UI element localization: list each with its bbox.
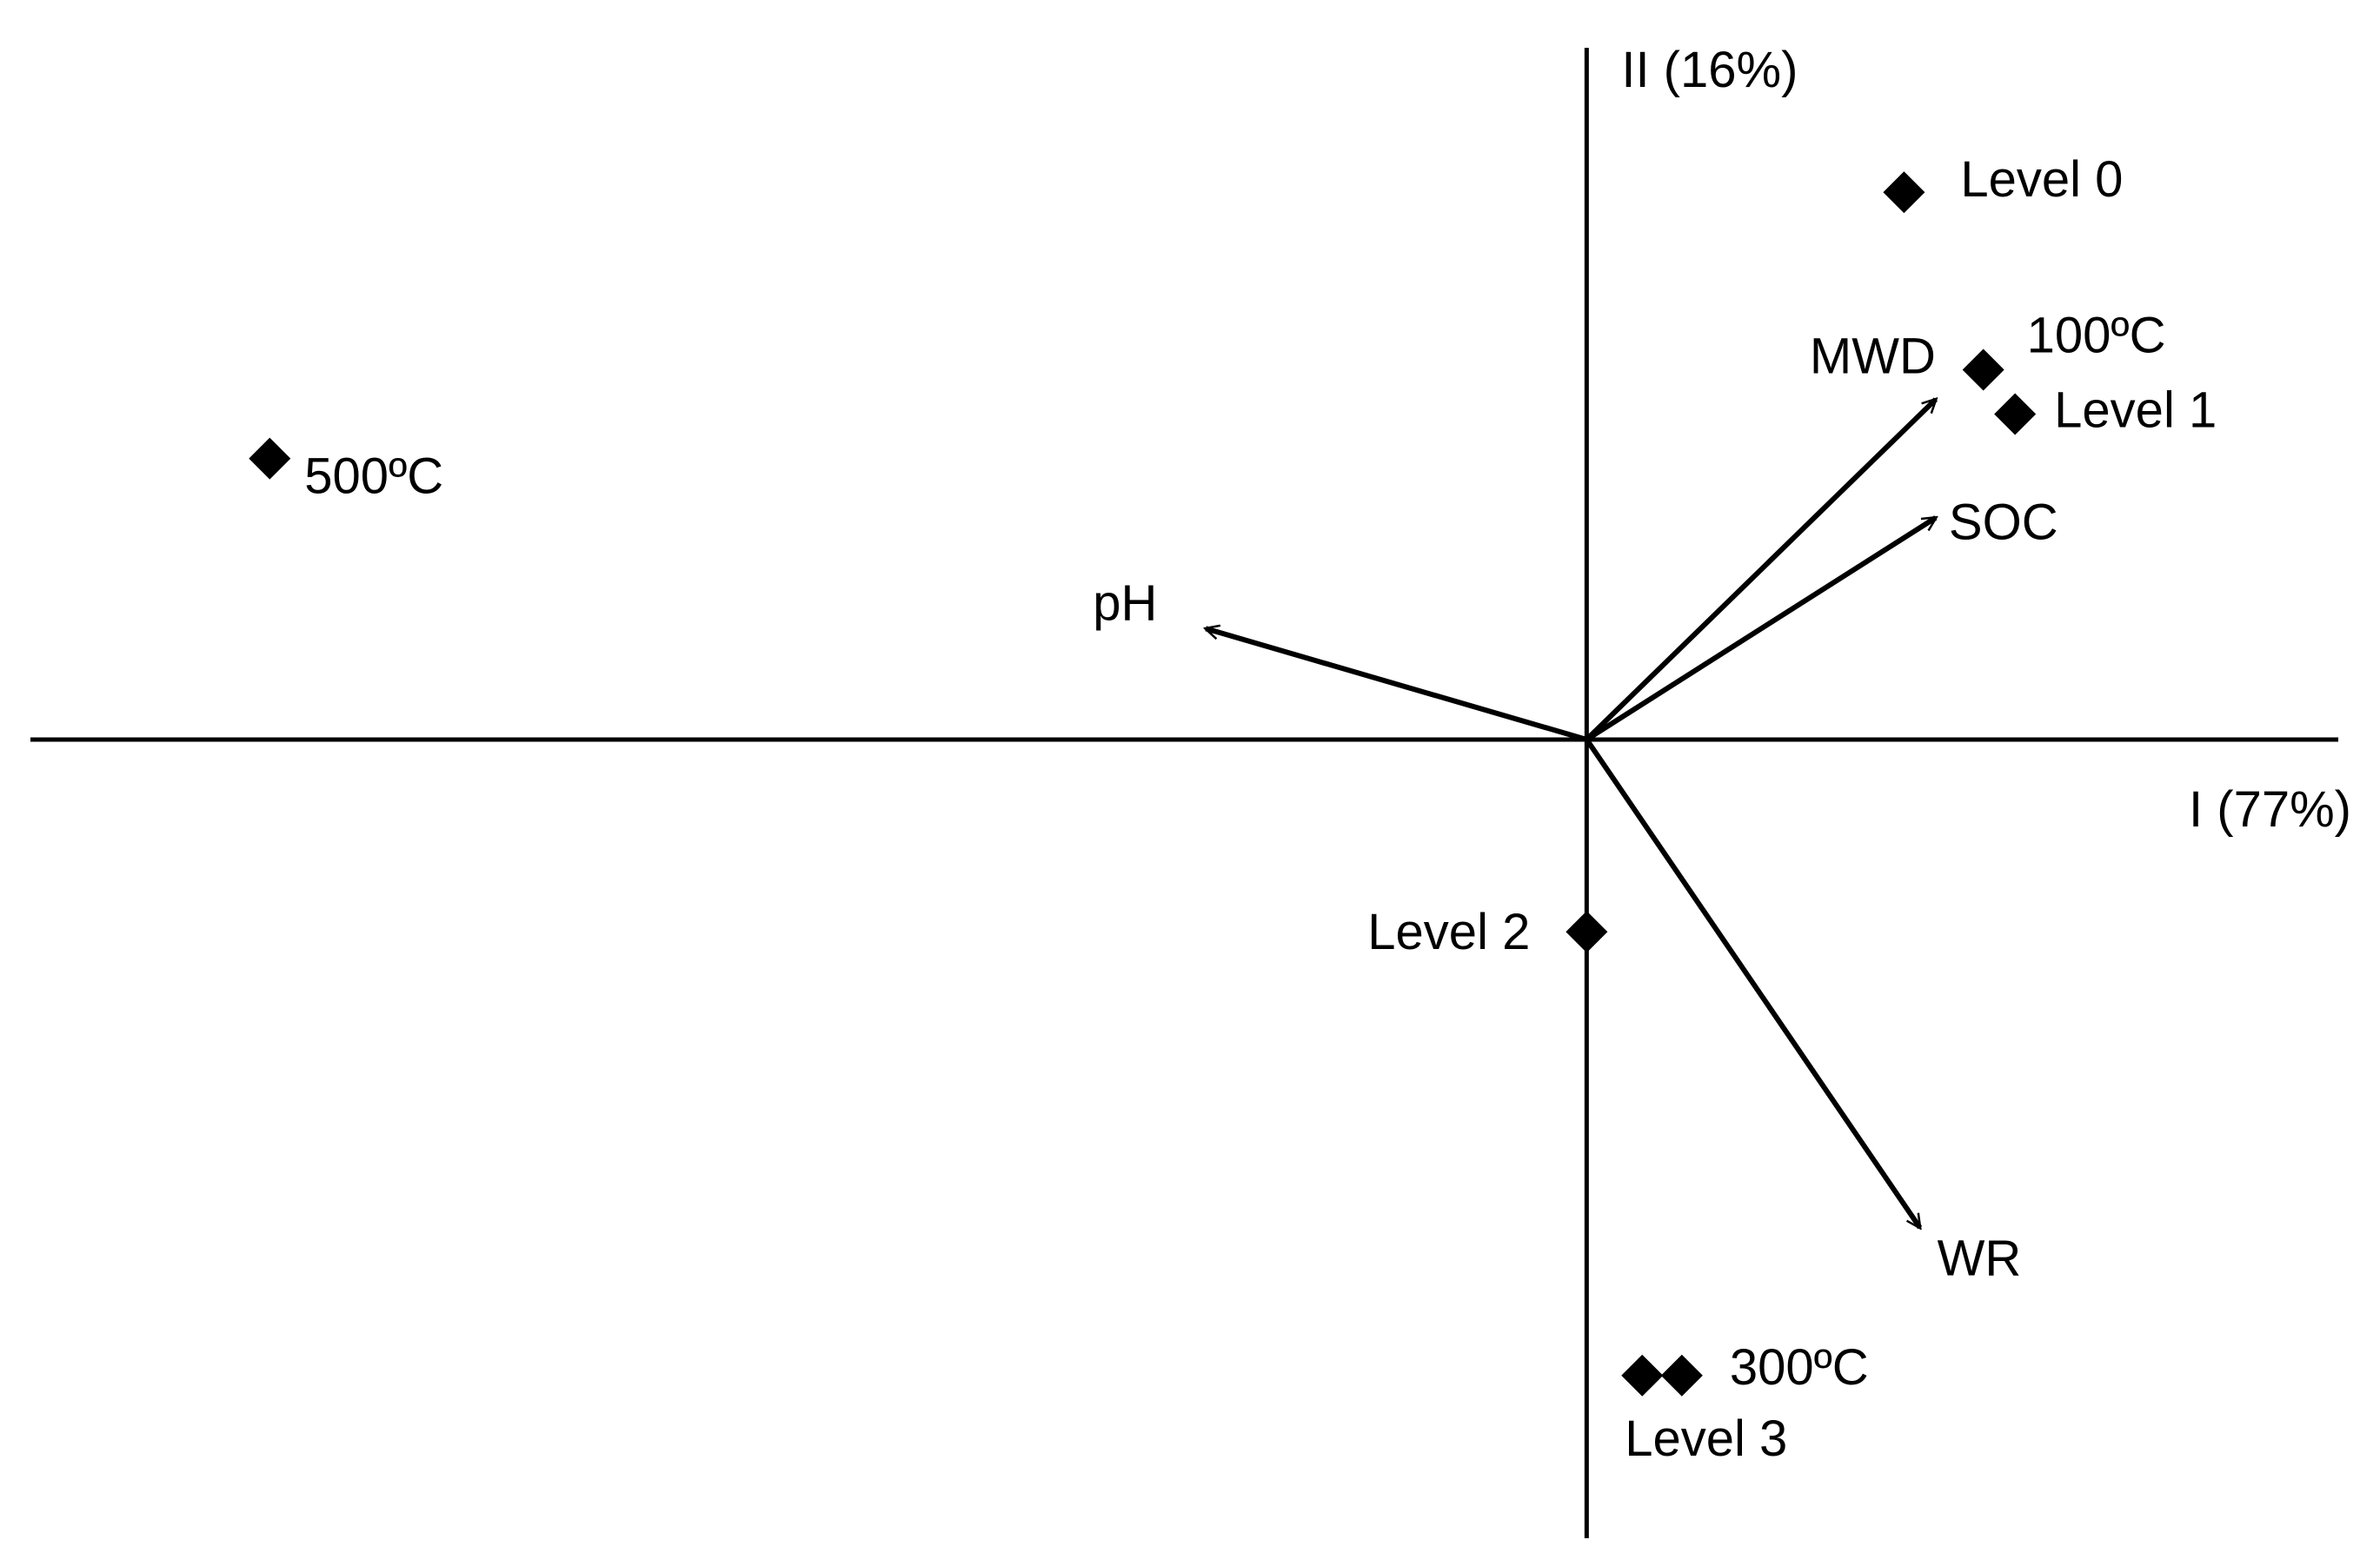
point-marker [1883, 171, 1925, 214]
vector-arrow [1584, 738, 1923, 1228]
point-label: Level 0 [1960, 151, 2123, 208]
vector-label: SOC [1949, 494, 2058, 551]
point-marker [1994, 393, 2037, 435]
point-label: 100ºC [2027, 307, 2166, 363]
point-marker [1660, 1354, 1703, 1397]
point-label: Level 3 [1625, 1410, 1787, 1467]
labels: I (77%) II (16%) pH MWD SOC WR Level 0 100ºC L… [304, 42, 2351, 1467]
vector-arrow [1585, 400, 1936, 742]
point-label: Level 2 [1367, 904, 1530, 960]
point-label: 500ºC [304, 448, 443, 505]
axes [30, 48, 2338, 1538]
score-points [249, 171, 2037, 1397]
x-axis-label: I (77%) [2189, 781, 2351, 838]
vector-label: MWD [1810, 329, 1936, 385]
point-marker [1962, 348, 2004, 391]
point-label: Level 1 [2054, 382, 2217, 439]
point-marker [1566, 911, 1608, 953]
point-marker [249, 437, 291, 480]
point-label: 300ºC [1730, 1339, 1869, 1396]
vector-arrow [1206, 628, 1588, 742]
y-axis-label: II (16%) [1621, 42, 1798, 98]
point-marker [1621, 1354, 1664, 1397]
vector-label: WR [1938, 1231, 2022, 1287]
vector-arrow [1585, 515, 1936, 742]
vector-label: pH [1093, 574, 1157, 631]
loading-vectors [1206, 400, 1936, 1228]
